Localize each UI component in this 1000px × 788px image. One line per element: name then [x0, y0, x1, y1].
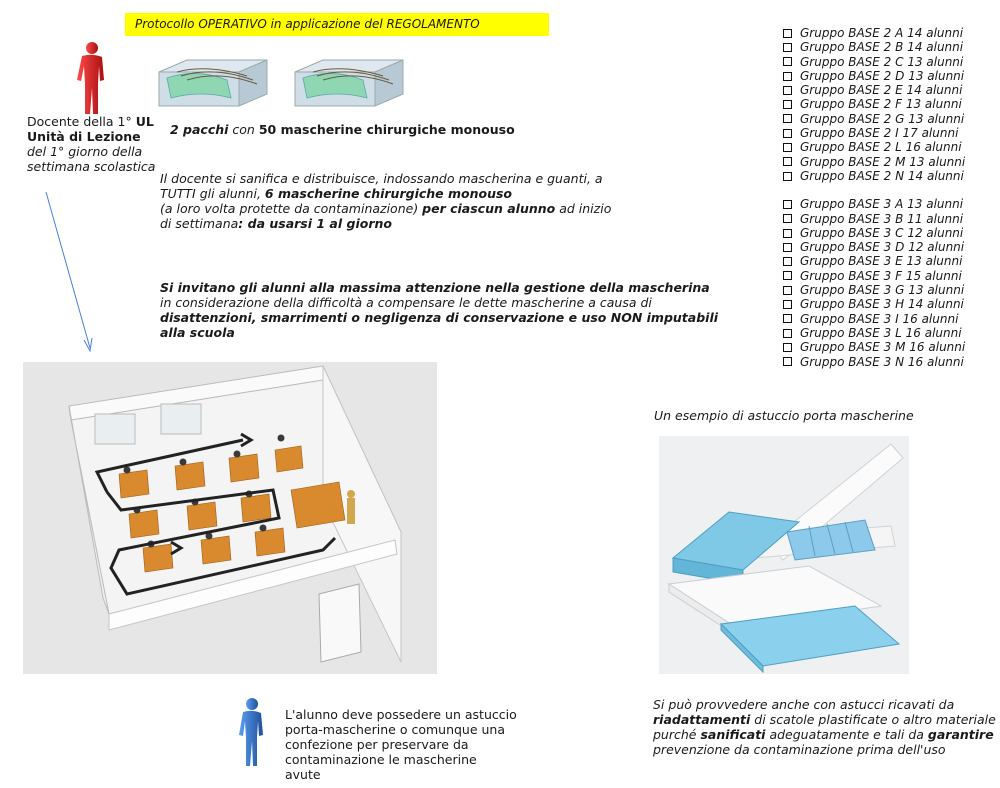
checkbox-bullet-icon: [783, 299, 792, 309]
group-label: Gruppo BASE 2 A 14 alunni: [800, 26, 964, 40]
group-item: Gruppo BASE 3 F 15 alunni: [783, 269, 965, 283]
group-label: Gruppo BASE 3 D 12 alunni: [800, 240, 965, 255]
group-label: Gruppo BASE 3 B 11 alunni: [800, 211, 964, 226]
group-label: Gruppo BASE 3 F 15 alunni: [800, 268, 962, 283]
mask-pack-icon: [158, 59, 268, 107]
banner-text: Protocollo OPERATIVO in applicazione del…: [135, 17, 480, 31]
checkbox-bullet-icon: [783, 257, 792, 267]
group-item: Gruppo BASE 2 D 13 alunni: [783, 69, 965, 83]
checkbox-bullet-icon: [783, 128, 792, 138]
group-label: Gruppo BASE 3 I 16 alunni: [800, 311, 959, 326]
group-label: Gruppo BASE 3 G 13 alunni: [800, 283, 965, 298]
group-label: Gruppo BASE 3 H 14 alunni: [800, 297, 964, 312]
group-item: Gruppo BASE 2 F 13 alunni: [783, 97, 965, 111]
checkbox-bullet-icon: [783, 42, 792, 52]
checkbox-bullet-icon: [783, 199, 792, 209]
group-item: Gruppo BASE 3 E 13 alunni: [783, 254, 965, 268]
group-item: Gruppo BASE 2 G 13 alunni: [783, 112, 965, 126]
arrow-icon: [45, 191, 93, 353]
group-item: Gruppo BASE 3 N 16 alunni: [783, 355, 965, 369]
packs-caption: 2 pacchi con 50 mascherine chirurgiche m…: [170, 122, 515, 137]
group-item: Gruppo BASE 3 B 11 alunni: [783, 212, 965, 226]
classroom-illustration: [23, 362, 437, 674]
group-label: Gruppo BASE 3 E 13 alunni: [800, 254, 963, 269]
group-item: Gruppo BASE 3 I 16 alunni: [783, 312, 965, 326]
checkbox-bullet-icon: [783, 214, 792, 224]
checkbox-bullet-icon: [783, 357, 792, 367]
checkbox-bullet-icon: [783, 314, 792, 324]
group-item: Gruppo BASE 2 B 14 alunni: [783, 40, 965, 54]
checkbox-bullet-icon: [783, 57, 792, 67]
group-label: Gruppo BASE 2 N 14 alunni: [800, 168, 964, 183]
group-label: Gruppo BASE 2 D 13 alunni: [800, 68, 965, 83]
mask-pack-icon: [294, 59, 404, 107]
group-label: Gruppo BASE 2 G 13 alunni: [800, 111, 965, 126]
group-item: Gruppo BASE 3 D 12 alunni: [783, 240, 965, 254]
group-item: Gruppo BASE 3 M 16 alunni: [783, 340, 965, 354]
group-item: Gruppo BASE 2 I 17 alunni: [783, 126, 965, 140]
mask-case-photo: [659, 436, 909, 674]
case-note: Si può provvedere anche con astucci rica…: [653, 697, 996, 757]
group-item: Gruppo BASE 3 L 16 alunni: [783, 326, 965, 340]
student-note: L'alunno deve possedere un astuccio port…: [285, 707, 517, 782]
group-label: Gruppo BASE 3 M 16 alunni: [800, 340, 966, 355]
checkbox-bullet-icon: [783, 228, 792, 238]
checkbox-bullet-icon: [783, 143, 792, 153]
invite-text: Si invitano gli alunni alla massima atte…: [160, 280, 719, 340]
group-label: Gruppo BASE 3 A 13 alunni: [800, 197, 964, 212]
example-caption: Un esempio di astuccio porta mascherine: [654, 408, 914, 423]
teacher-figure-icon: [77, 42, 104, 114]
protocol-banner: Protocollo OPERATIVO in applicazione del…: [125, 13, 549, 36]
group-item: Gruppo BASE 2 L 16 alunni: [783, 140, 965, 154]
group-label: Gruppo BASE 2 C 13 alunni: [800, 54, 964, 69]
group-label: Gruppo BASE 2 I 17 alunni: [800, 126, 959, 141]
checkbox-bullet-icon: [783, 71, 792, 81]
group-label: Gruppo BASE 2 F 13 alunni: [800, 97, 962, 112]
group-label: Gruppo BASE 2 L 16 alunni: [800, 140, 962, 155]
checkbox-bullet-icon: [783, 328, 792, 338]
group-label: Gruppo BASE 2 E 14 alunni: [800, 83, 963, 98]
checkbox-bullet-icon: [783, 157, 792, 167]
checkbox-bullet-icon: [783, 242, 792, 252]
checkbox-bullet-icon: [783, 28, 792, 38]
group-item: Gruppo BASE 3 A 13 alunni: [783, 197, 965, 211]
group-label: Gruppo BASE 3 C 12 alunni: [800, 225, 964, 240]
group-item: Gruppo BASE 2 E 14 alunni: [783, 83, 965, 97]
group-item: Gruppo BASE 2 M 13 alunni: [783, 155, 965, 169]
group-item: Gruppo BASE 3 G 13 alunni: [783, 283, 965, 297]
checkbox-bullet-icon: [783, 100, 792, 110]
teacher-caption: Docente della 1° UL Unità di Lezione del…: [27, 114, 156, 174]
student-figure-icon: [239, 698, 263, 766]
group-item: Gruppo BASE 2 N 14 alunni: [783, 169, 965, 183]
checkbox-bullet-icon: [783, 342, 792, 352]
checkbox-bullet-icon: [783, 85, 792, 95]
checkbox-bullet-icon: [783, 285, 792, 295]
checkbox-bullet-icon: [783, 271, 792, 281]
distribution-text: Il docente si sanifica e distribuisce, i…: [160, 171, 612, 231]
checkbox-bullet-icon: [783, 171, 792, 181]
group-item: Gruppo BASE 3 H 14 alunni: [783, 297, 965, 311]
group-item: Gruppo BASE 2 A 14 alunni: [783, 26, 965, 40]
group-label: Gruppo BASE 3 L 16 alunni: [800, 325, 962, 340]
group-item: Gruppo BASE 2 C 13 alunni: [783, 55, 965, 69]
group-item: Gruppo BASE 3 C 12 alunni: [783, 226, 965, 240]
group-label: Gruppo BASE 2 B 14 alunni: [800, 40, 964, 55]
group-label: Gruppo BASE 2 M 13 alunni: [800, 154, 966, 169]
checkbox-bullet-icon: [783, 114, 792, 124]
group-label: Gruppo BASE 3 N 16 alunni: [800, 354, 964, 369]
